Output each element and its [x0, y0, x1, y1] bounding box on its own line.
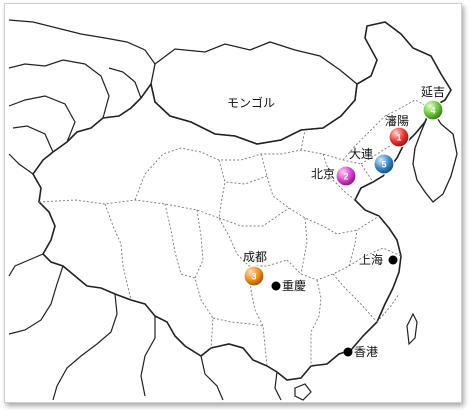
mongolia-label: モンゴル [227, 95, 275, 110]
city-label-chengdu: 成都 [243, 250, 267, 264]
city-label-shenyang: 瀋陽 [385, 113, 409, 128]
pin-number-5: 5 [381, 160, 386, 170]
dot-marker-chongqing[interactable] [271, 281, 281, 291]
city-label-hongkong: 香港 [354, 345, 378, 359]
pin-number-2: 2 [343, 172, 348, 182]
pin-marker-1[interactable]: 1 [388, 126, 410, 148]
province-borders [38, 99, 432, 367]
china-map: モンゴル 1 瀋陽 2 北京 3 成都 4 延吉 5 大連 上海 重慶 香港 [8, 19, 458, 401]
pin-marker-3[interactable]: 3 [243, 265, 265, 287]
korea-border [412, 106, 458, 203]
dot-marker-shanghai[interactable] [388, 255, 398, 265]
south-neighbour-borders [8, 253, 282, 401]
west-neighbour-borders [8, 19, 156, 175]
city-label-beijing: 北京 [311, 167, 335, 181]
map-frame: モンゴル 1 瀋陽 2 北京 3 成都 4 延吉 5 大連 上海 重慶 香港 [4, 3, 462, 403]
pin-marker-5[interactable]: 5 [373, 153, 395, 175]
pin-marker-2[interactable]: 2 [335, 165, 357, 187]
city-label-chongqing: 重慶 [282, 279, 306, 293]
city-label-dalian: 大連 [349, 147, 373, 161]
china-border [32, 21, 452, 381]
pin-number-3: 3 [251, 272, 256, 282]
city-label-yanji: 延吉 [421, 85, 445, 99]
city-label-shanghai: 上海 [359, 252, 383, 267]
pin-marker-4[interactable]: 4 [422, 99, 444, 121]
mongolia-border [150, 41, 358, 145]
pin-number-1: 1 [396, 133, 401, 143]
hainan-island [294, 383, 312, 401]
dot-marker-hongkong[interactable] [343, 347, 353, 357]
pin-number-4: 4 [430, 106, 435, 116]
taiwan-island [406, 312, 418, 346]
